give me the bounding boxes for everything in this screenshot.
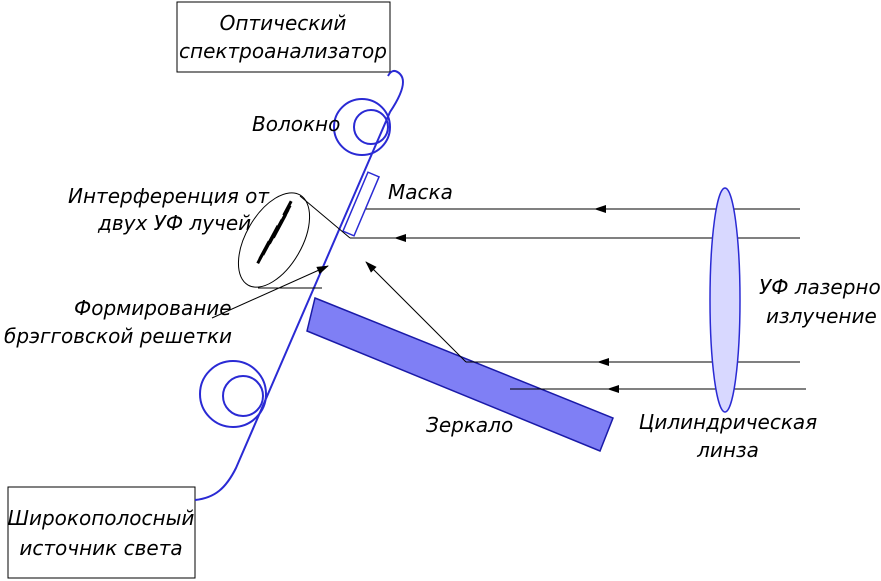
lens-label-line2: линза: [696, 438, 759, 462]
fiber-label: Волокно: [252, 112, 340, 136]
broadband-source-box: Широкополосный источник света: [7, 486, 196, 579]
interference-label-line1: Интерференция от: [68, 184, 270, 208]
mask-label: Маска: [388, 180, 453, 204]
cylindrical-lens: [709, 187, 741, 413]
fiber-coil-top-inner: [353, 109, 389, 145]
mirror: [306, 296, 614, 452]
mirror-label: Зеркало: [426, 413, 513, 437]
uv-laser-label-line2: излучение: [766, 304, 877, 328]
fiber-coil-bottom-inner: [222, 375, 264, 417]
uv-laser-label-line1: УФ лазерное: [759, 275, 881, 299]
spectrum-analyzer-label-line2: спектроанализатор: [179, 39, 387, 63]
bragg-label-line2: брэгговской решетки: [4, 324, 232, 348]
fiber-coil-top-outer: [333, 98, 391, 156]
spectrum-analyzer-box: Оптический спектроанализатор: [176, 1, 391, 73]
interference-zoom: [237, 192, 351, 289]
uv-beams: [350, 205, 806, 393]
phase-mask: [341, 171, 381, 237]
fiber-coil-bottom-outer: [199, 360, 267, 428]
optical-fiber: [194, 69, 404, 501]
interference-fringes-icon: [256, 200, 293, 265]
lens-label-line1: Цилиндрическая: [639, 410, 817, 434]
bragg-pointer-arrow: [211, 265, 329, 319]
spectrum-analyzer-label-line1: Оптический: [220, 11, 347, 35]
bragg-label-line1: Формирование: [74, 296, 232, 320]
interference-label-line2: двух УФ лучей: [97, 211, 251, 235]
broadband-source-label-line2: источник света: [19, 536, 182, 560]
broadband-source-label-line1: Широкополосный: [8, 506, 195, 530]
